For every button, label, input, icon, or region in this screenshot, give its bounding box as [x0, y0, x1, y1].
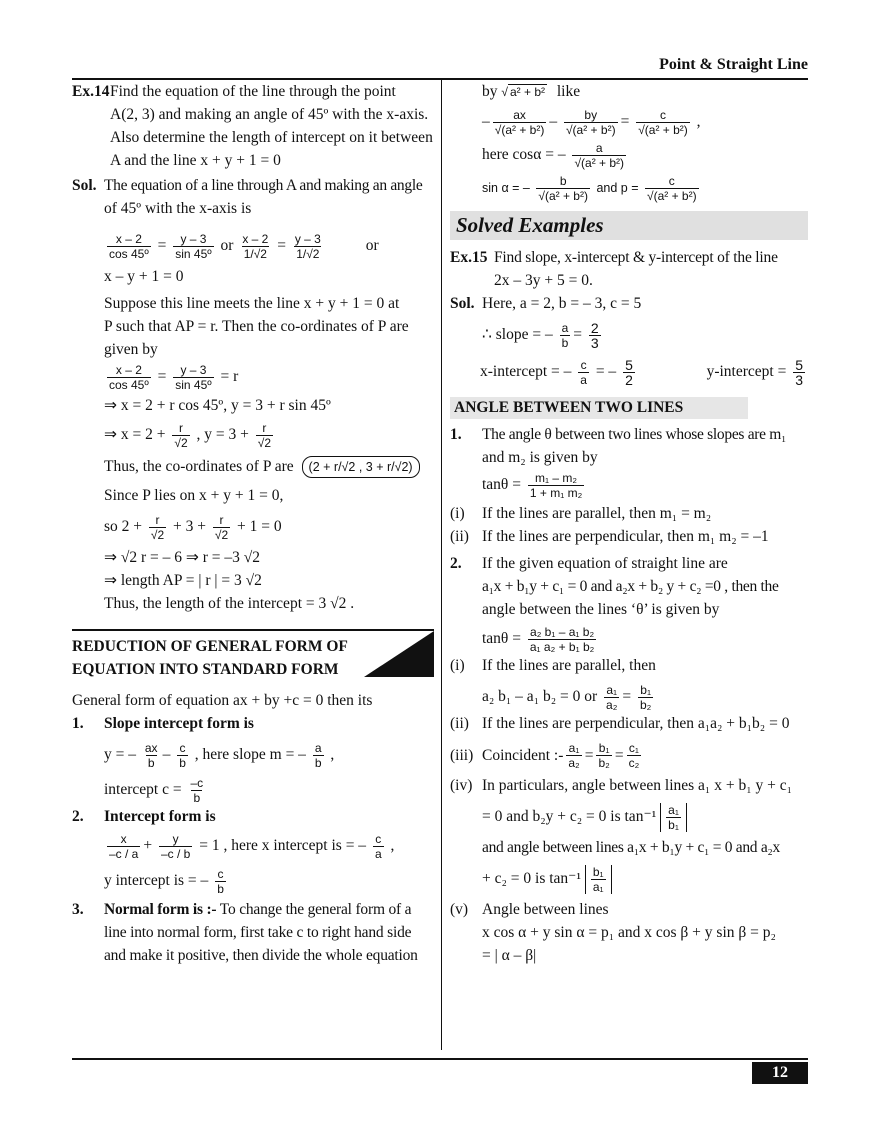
angle-item-2: 2. If the given equation of straight lin…	[450, 555, 779, 618]
intercept-form-eq: x–c / a+ y–c / b = 1 , here x intercept …	[107, 832, 395, 861]
equation-line-5: ⇒ x = 2 + r√2 , y = 3 + r√2	[104, 421, 273, 450]
sol-label: Sol.	[72, 177, 97, 194]
equation-line-2: x – y + 1 = 0	[104, 268, 184, 285]
angle-2-ii: (ii)If the lines are perpendicular, then…	[450, 715, 790, 732]
so-line: so 2 + r√2 + 3 + r√2 + 1 = 0	[104, 513, 282, 542]
implies-1: ⇒ √2 r = – 6 ⇒ r = –3 √2	[104, 549, 261, 566]
intercept-form-item: 2. Intercept form is	[72, 808, 216, 825]
right-column: by √a² + b² like –ax√(a² + b²)– by√(a² +…	[450, 80, 808, 967]
angle-2-iv: (iv) In particulars, angle between lines…	[450, 777, 793, 894]
normal-eq: –ax√(a² + b²)– by√(a² + b²)= c√(a² + b²)…	[482, 108, 701, 137]
footer-rule	[72, 1058, 808, 1060]
page-number: 12	[752, 1062, 808, 1084]
ex14-solution: Sol. The equation of a line through A an…	[72, 174, 434, 220]
ex15-question: Ex.15 Find slope, x-intercept & y-interc…	[450, 249, 778, 289]
angle-1-i: (i)If the lines are parallel, then m₁ = …	[450, 505, 712, 522]
lies-line: Since P lies on x + y + 1 = 0,	[104, 487, 284, 504]
ex14-q-line: A(2, 3) and making an angle of 45º with …	[110, 106, 429, 123]
ex14-q-line: A and the line x + y + 1 = 0	[110, 152, 281, 169]
coords-line: Thus, the co-ordinates of P are (2 + r/√…	[72, 456, 434, 478]
cos-eq: here cosα = – a√(a² + b²)	[482, 141, 627, 170]
solved-examples-heading: Solved Examples	[450, 211, 808, 240]
angle-item-1: 1. The angle θ between two lines whose s…	[450, 426, 787, 466]
sin-p-eq: sin α = – b√(a² + b²) and p = c√(a² + b²…	[482, 174, 699, 203]
implies-2: ⇒ length AP = | r | = 3 √2	[104, 572, 262, 589]
thus-line: Thus, the length of the intercept = 3 √2…	[104, 595, 355, 612]
ex14-label: Ex.14	[72, 83, 110, 100]
equation-line-4: ⇒ x = 2 + r cos 45º, y = 3 + r sin 45º	[104, 397, 331, 414]
header-rule	[72, 78, 808, 80]
reduction-heading: REDUCTION OF GENERAL FORM OF EQUATION IN…	[72, 629, 434, 683]
running-header: Point & Straight Line	[659, 56, 808, 73]
general-form-intro: General form of equation ax + by +c = 0 …	[72, 692, 373, 709]
normal-form-item: 3. Normal form is :- To change the gener…	[72, 901, 418, 964]
ex14-q-line: Find the equation of the line through th…	[110, 83, 396, 100]
angle-1-ii: (ii)If the lines are perpendicular, then…	[450, 528, 769, 545]
angle-2-v: (v) Angle between lines x cos α + y sin …	[450, 901, 776, 964]
ex15-solution: Sol. Here, a = 2, b = – 3, c = 5	[450, 295, 642, 312]
sol-line: The equation of a line through A and mak…	[104, 177, 423, 194]
left-column: Ex.14 Find the equation of the line thro…	[72, 80, 434, 967]
column-divider	[441, 80, 442, 1050]
suppose-para: Suppose this line meets the line x + y +…	[104, 295, 409, 358]
ex14-q-line: Also determine the length of intercept o…	[110, 129, 433, 146]
ex14-question: Ex.14 Find the equation of the line thro…	[72, 80, 434, 172]
sol-line: of 45º with the x-axis is	[104, 200, 252, 217]
angle-heading: ANGLE BETWEEN TWO LINES	[450, 397, 748, 419]
heading-triangle-decoration	[364, 631, 434, 677]
angle-2-i: (i)If the lines are parallel, then	[450, 657, 656, 674]
by-line: by √a² + b² like	[482, 83, 581, 100]
slope-intercept-item: 1. Slope intercept form is	[72, 715, 254, 732]
